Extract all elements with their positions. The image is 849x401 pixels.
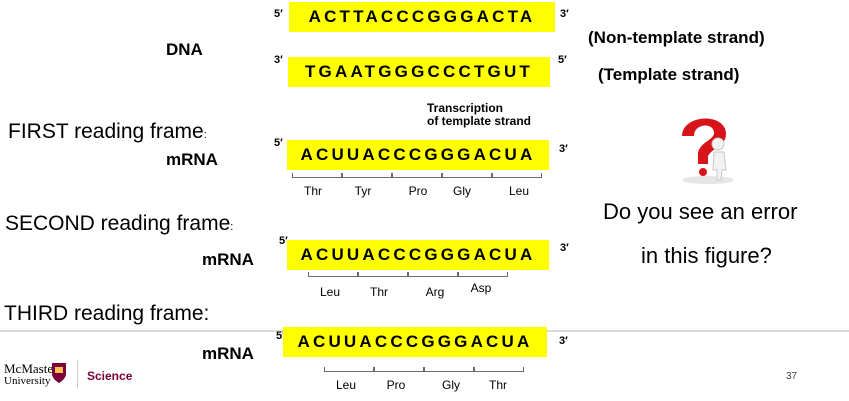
prime-5-top: 5′ (274, 8, 283, 20)
amino-acid: Asp (470, 281, 492, 295)
template-label: (Template strand) (598, 65, 740, 84)
amino-acid: Leu (508, 184, 530, 198)
codon-bracket (458, 272, 508, 277)
question-line-2: in this figure? (641, 243, 772, 268)
prime-3-bottom: 3′ (274, 54, 283, 66)
prime-3-top: 3′ (560, 8, 569, 20)
transcription-note-line2: of template strand (427, 114, 532, 128)
dna-top-strand: ACTTACCCGGGACTA (289, 2, 555, 32)
amino-acid: Tyr (354, 184, 372, 198)
amino-acid: Pro (386, 378, 406, 392)
mrna-strand-second: ACUUACCCGGGACUA (287, 240, 549, 270)
first-frame-title: FIRST reading frame: (8, 120, 207, 143)
transcription-note: Transcription of template strand (427, 102, 531, 128)
question-mark-figure-icon (682, 118, 734, 184)
codon-bracket (374, 367, 424, 372)
codon-bracket (492, 173, 542, 178)
logo-line-2: University (4, 375, 51, 387)
amino-acid: Thr (304, 184, 322, 198)
prime-5-second: 5′ (279, 235, 288, 247)
page-number: 37 (786, 371, 798, 382)
mrna-strand-first: ACUUACCCGGGACUA (287, 140, 549, 170)
amino-acid: Pro (408, 184, 428, 198)
logo-line-1: McMaster (4, 361, 58, 376)
prime-5-first: 5′ (274, 137, 283, 149)
crest-icon (52, 363, 66, 383)
codon-bracket (292, 173, 342, 178)
dna-bottom-strand: TGAATGGGCCCTGUT (288, 57, 550, 87)
codon-bracket (308, 272, 358, 277)
codon-bracket (358, 272, 408, 277)
prime-3-second: 3′ (560, 242, 569, 254)
codon-bracket (324, 367, 374, 372)
mrna-strand-third: ACUUACCCGGGACUA (283, 327, 547, 357)
amino-acid: Thr (370, 285, 388, 299)
mrna-label-second: mRNA (202, 250, 254, 269)
prime-3-first: 3′ (559, 143, 568, 155)
dna-label: DNA (166, 40, 203, 59)
mrna-label-first: mRNA (166, 150, 218, 169)
amino-acid: Leu (335, 378, 357, 392)
amino-acid: Arg (425, 285, 445, 299)
question-line-1: Do you see an error (603, 199, 798, 224)
codon-bracket (442, 173, 492, 178)
prime-5-bottom: 5′ (558, 54, 567, 66)
amino-acid: Gly (453, 184, 471, 198)
codon-bracket (474, 367, 524, 372)
amino-acid: Leu (319, 285, 341, 299)
transcription-note-line1: Transcription (427, 101, 504, 115)
codon-bracket (342, 173, 392, 178)
mrna-label-third: mRNA (202, 344, 254, 363)
third-frame-title: THIRD reading frame: (4, 302, 210, 325)
faculty-label: Science (87, 369, 133, 383)
codon-bracket (408, 272, 458, 277)
amino-acid: Gly (442, 378, 460, 392)
prime-5-third: 5′ (276, 330, 285, 342)
non-template-label: (Non-template strand) (588, 28, 765, 47)
prime-3-third: 3′ (559, 335, 568, 347)
mcmaster-logo: McMaster University (4, 362, 57, 388)
codon-bracket (392, 173, 442, 178)
second-frame-title: SECOND reading frame: (5, 212, 234, 235)
amino-acid: Thr (489, 378, 507, 392)
logo-divider (77, 360, 78, 388)
codon-bracket (424, 367, 474, 372)
